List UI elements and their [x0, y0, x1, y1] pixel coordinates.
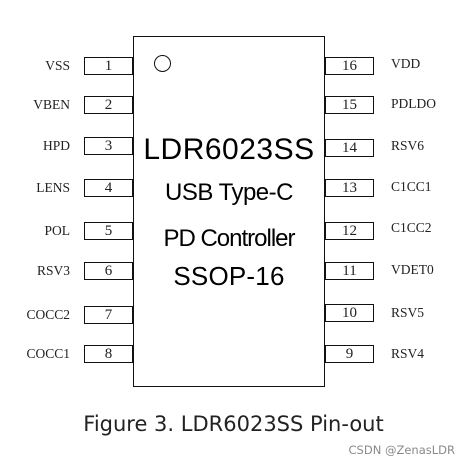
- pin-number: 9: [325, 345, 374, 363]
- pin-number: 1: [84, 57, 133, 75]
- pin-label: PDLDO: [391, 96, 437, 111]
- pin-number: 12: [325, 222, 374, 240]
- pin-number: 14: [325, 139, 374, 157]
- pin-number: 11: [325, 262, 374, 280]
- pin-label: VBEN: [33, 97, 70, 112]
- chip-package: LDR6023SS USB Type-C PD Controller SSOP-…: [133, 36, 325, 387]
- figure-caption: Figure 3. LDR6023SS Pin-out: [83, 412, 384, 436]
- pin-number: 2: [84, 96, 133, 114]
- pin-label: RSV5: [391, 305, 425, 320]
- pin-label: RSV4: [391, 346, 425, 361]
- pin-label: C1CC2: [391, 220, 432, 235]
- pin-label: RSV6: [391, 138, 425, 153]
- pin-number: 4: [84, 179, 133, 197]
- pin-label: POL: [44, 223, 70, 238]
- pin-number: 13: [325, 179, 374, 197]
- chip-function: PD Controller: [163, 225, 295, 252]
- chip-interface: USB Type-C: [165, 179, 293, 206]
- chip-package-type: SSOP-16: [173, 261, 285, 291]
- pin-label: COCC1: [26, 346, 70, 361]
- pin-number: 8: [84, 345, 133, 363]
- pin-label: VDD: [391, 56, 421, 71]
- pin-number: 7: [84, 306, 133, 324]
- pin-label: VDET0: [391, 262, 434, 277]
- pin-label: LENS: [36, 180, 70, 195]
- pin-number: 10: [325, 304, 374, 322]
- pin-label: HPD: [42, 138, 70, 153]
- pin-number: 15: [325, 96, 374, 114]
- pin-number: 5: [84, 222, 133, 240]
- pin1-indicator: [154, 55, 171, 72]
- pin-label: C1CC1: [391, 179, 432, 194]
- pin-label: COCC2: [26, 307, 70, 322]
- chip-title: LDR6023SS: [143, 133, 315, 166]
- pin-label: RSV3: [36, 263, 70, 278]
- watermark: CSDN @ZenasLDR: [348, 443, 455, 457]
- pin-number: 6: [84, 262, 133, 280]
- pin-number: 16: [325, 57, 374, 75]
- pin-number: 3: [84, 137, 133, 155]
- pin-label: VSS: [45, 58, 70, 73]
